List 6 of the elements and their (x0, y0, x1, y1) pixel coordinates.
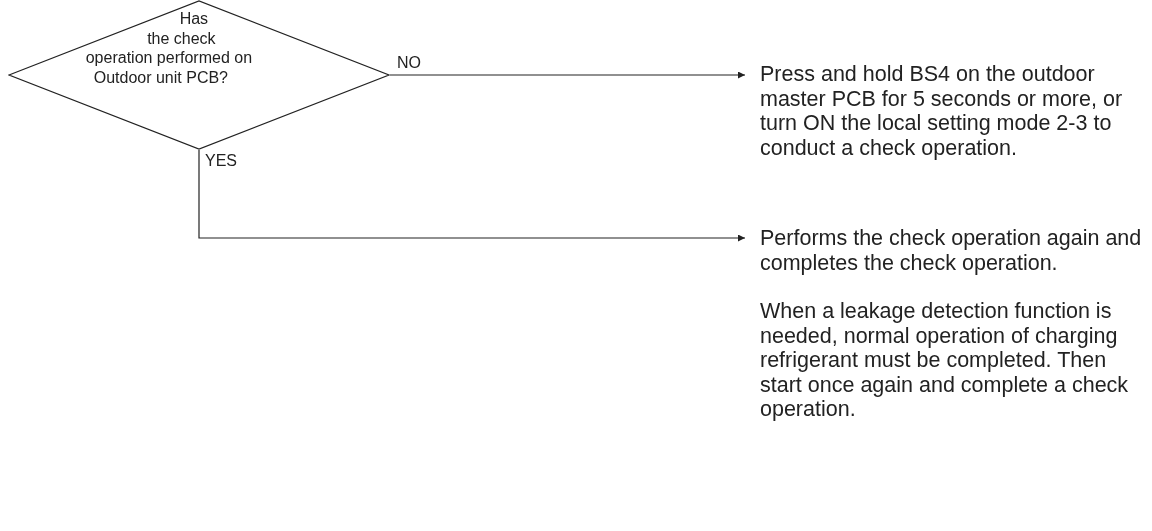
decision-text: Has the check operation performed on Outdoor unit PCB? (85, 10, 253, 86)
arrow (389, 71, 746, 79)
action-text: Press and hold BS4 on the outdoor master PCB for 5 seconds or more, or turn ON the local setting mode 2-3 to conduct a check operation. (760, 62, 1124, 160)
arrow (198, 149, 746, 242)
note-text: When a leakage detection function is needed, normal operation of charging refrigerant must be completed. Then start once again and complete a check operation. (760, 299, 1130, 422)
action-text: Performs the check operation again and completes the check operation. (760, 226, 1143, 275)
